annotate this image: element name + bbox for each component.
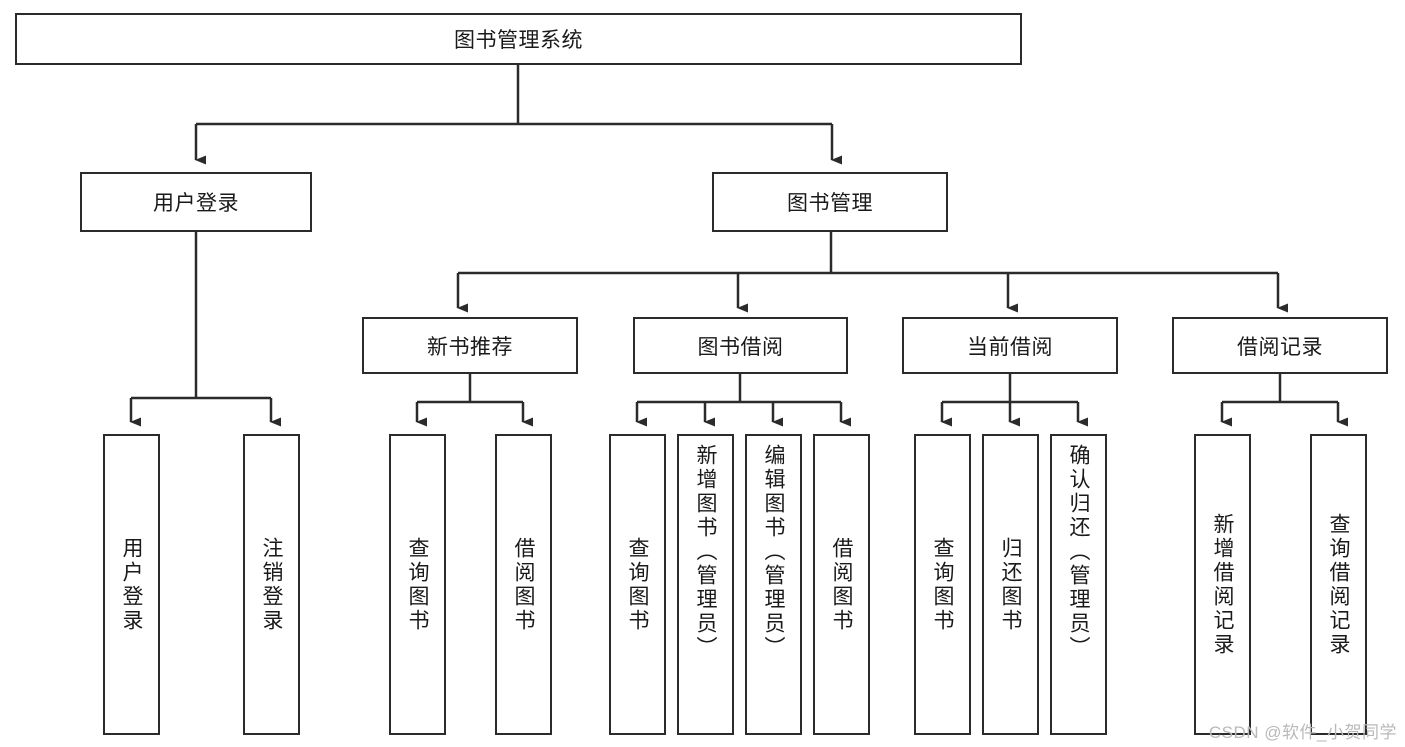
node-borrow-record[interactable]: 借阅记录 [1172, 317, 1388, 374]
leaf-user-login-label: 用户登录 [120, 536, 143, 633]
leaf-return-book[interactable]: 归还图书 [982, 434, 1039, 735]
node-current-borrow-label: 当前借阅 [967, 335, 1053, 359]
leaf-add-book[interactable]: 新增图书（管理员） [677, 434, 734, 735]
leaf-return-book-label: 归还图书 [999, 536, 1022, 633]
csdn-watermark: CSDN @软件_小贺同学 [1208, 723, 1397, 742]
leaf-confirm-return-label: 确认归还（管理员） [1067, 444, 1090, 660]
leaf-query-book-3-label: 查询图书 [931, 536, 954, 633]
node-book-manage-label: 图书管理 [787, 192, 873, 215]
node-new-book-rec-label: 新书推荐 [427, 335, 513, 359]
node-borrow-record-label: 借阅记录 [1237, 335, 1323, 359]
leaf-confirm-return[interactable]: 确认归还（管理员） [1050, 434, 1107, 735]
node-root-label: 图书管理系统 [454, 29, 583, 52]
leaf-query-record-label: 查询借阅记录 [1327, 512, 1350, 657]
node-current-borrow[interactable]: 当前借阅 [902, 317, 1118, 374]
leaf-borrow-book-2[interactable]: 借阅图书 [813, 434, 870, 735]
leaf-edit-book[interactable]: 编辑图书（管理员） [745, 434, 802, 735]
leaf-query-book-1[interactable]: 查询图书 [389, 434, 446, 735]
leaf-add-record-label: 新增借阅记录 [1211, 512, 1234, 657]
leaf-query-book-1-label: 查询图书 [406, 536, 429, 633]
leaf-user-login[interactable]: 用户登录 [103, 434, 160, 735]
leaf-query-book-3[interactable]: 查询图书 [914, 434, 971, 735]
node-book-borrow[interactable]: 图书借阅 [633, 317, 848, 374]
leaf-borrow-book-1-label: 借阅图书 [512, 536, 535, 633]
node-root[interactable]: 图书管理系统 [15, 13, 1022, 65]
leaf-query-record[interactable]: 查询借阅记录 [1310, 434, 1367, 735]
leaf-user-logout[interactable]: 注销登录 [243, 434, 300, 735]
leaf-add-record[interactable]: 新增借阅记录 [1194, 434, 1251, 735]
leaf-borrow-book-2-label: 借阅图书 [830, 536, 853, 633]
leaf-user-logout-label: 注销登录 [260, 536, 283, 633]
node-user-login[interactable]: 用户登录 [80, 172, 312, 232]
node-book-borrow-label: 图书借阅 [697, 335, 784, 359]
leaf-add-book-label: 新增图书（管理员） [694, 444, 717, 660]
node-new-book-rec[interactable]: 新书推荐 [362, 317, 578, 374]
node-user-login-label: 用户登录 [153, 192, 239, 215]
leaf-edit-book-label: 编辑图书（管理员） [762, 444, 785, 660]
leaf-query-book-2[interactable]: 查询图书 [609, 434, 666, 735]
node-book-manage[interactable]: 图书管理 [712, 172, 948, 232]
leaf-query-book-2-label: 查询图书 [626, 536, 649, 633]
leaf-borrow-book-1[interactable]: 借阅图书 [495, 434, 552, 735]
